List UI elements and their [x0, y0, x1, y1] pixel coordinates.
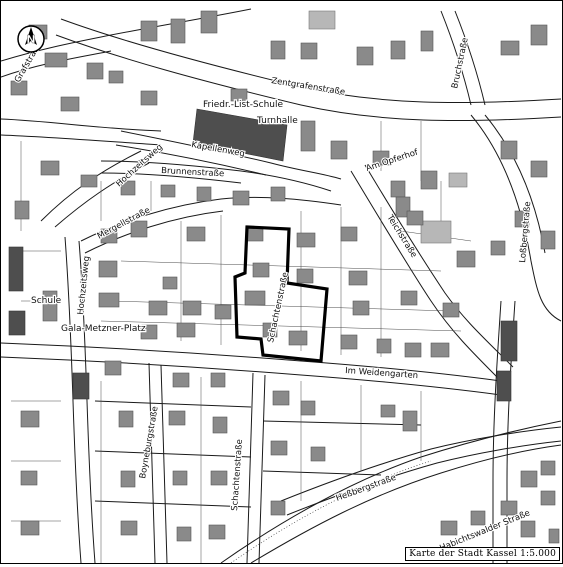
- scale-caption-text: Karte der Stadt Kassel 1:5.000: [409, 549, 556, 559]
- place-label-gala-metzner-platz: Gala-Metzner-Platz: [61, 324, 146, 334]
- north-label: N: [26, 33, 35, 46]
- highlighted-plot-outline[interactable]: [233, 225, 329, 363]
- turnhalle-building: [192, 108, 288, 162]
- parcel-lines: [11, 121, 472, 563]
- street-label-brunnenstrasse: Brunnenstraße: [161, 166, 225, 179]
- place-label-turnhalle: Turnhalle: [256, 116, 298, 126]
- place-label-schule: Schule: [31, 296, 62, 306]
- schule-building: [8, 246, 24, 292]
- buildings: [8, 10, 560, 544]
- north-arrow-icon: N: [17, 25, 45, 53]
- scale-caption: Karte der Stadt Kassel 1:5.000: [405, 547, 560, 561]
- place-label-friedrich-list-schule: Friedr.-List-Schule: [203, 100, 284, 110]
